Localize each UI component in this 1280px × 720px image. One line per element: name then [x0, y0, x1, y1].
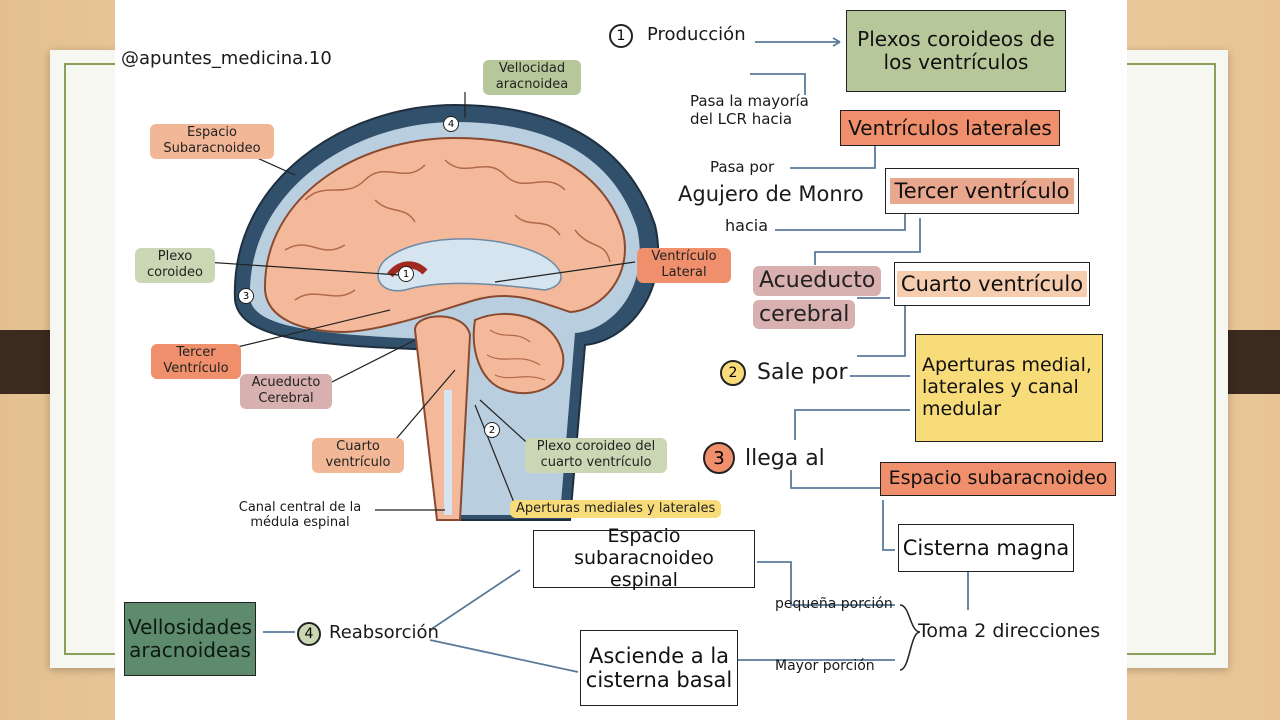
label-acueducto-cerebral: Acueducto Cerebral: [240, 374, 332, 409]
pasa-por-text: Pasa por: [710, 158, 775, 176]
brain-illustration: [204, 37, 969, 673]
cisterna-basal-box: Asciende a la cisterna basal: [580, 630, 738, 706]
flow-connectors: [263, 37, 969, 673]
lateral-ventricle-shape: [377, 238, 562, 292]
vellosidades-box: Vellosidades aracnoideas: [124, 602, 256, 676]
pasa-mayoria-text: Pasa la mayoría del LCR hacia: [690, 92, 809, 128]
label-plexo-coroideo-cuarto: Plexo coroideo del cuarto ventrículo: [525, 438, 667, 473]
label-vellocidad-aracnoidea: Vellocidad aracnoidea: [483, 60, 581, 95]
aperturas-box: Aperturas medial, laterales y canal medu…: [915, 334, 1103, 442]
step2-label: Sale por: [757, 360, 848, 385]
acueducto-line1: Acueducto: [753, 266, 882, 296]
marker-1: 1: [398, 266, 414, 282]
step2-number: 2: [720, 360, 746, 386]
cisterna-magna-box: Cisterna magna: [898, 524, 1074, 572]
watermark: @apuntes_medicina.10: [121, 48, 332, 69]
label-canal-central: Canal central de la médula espinal: [238, 500, 362, 530]
diagram-sheet: @apuntes_medicina.10 Vellocidad aracnoid…: [115, 0, 1127, 720]
marker-3: 3: [238, 288, 254, 304]
plexos-box: Plexos coroideos de los ventrículos: [846, 10, 1066, 92]
step1-label: Producción: [647, 24, 746, 45]
cuarto-ventriculo-text: Cuarto ventrículo: [896, 270, 1088, 298]
label-plexo-coroideo: Plexo coroideo: [135, 248, 215, 283]
label-aperturas-mediales: Aperturas mediales y laterales: [510, 500, 722, 519]
label-espacio-subaracnoideo: Espacio Subaracnoideo: [150, 124, 274, 159]
step4-label: Reabsorción: [329, 622, 439, 643]
mayor-porcion-text: Mayor porción: [775, 658, 875, 674]
step3-label: llega al: [745, 446, 825, 471]
tercer-ventriculo-text: Tercer ventrículo: [890, 177, 1074, 205]
espinal-box: Espacio subaracnoideo espinal: [533, 525, 755, 591]
acueducto-group: Acueducto cerebral: [753, 266, 882, 329]
ventriculos-laterales-box: Ventrículos laterales: [840, 110, 1060, 146]
choroid-plexus-shape: [387, 261, 428, 278]
espacio-subaracnoideo-box: Espacio subaracnoideo: [880, 462, 1116, 496]
acueducto-line2: cerebral: [753, 299, 856, 329]
label-ventriculo-lateral: Ventrículo Lateral: [637, 248, 731, 283]
tercer-ventriculo-box: Tercer ventrículo: [885, 168, 1079, 214]
brainstem-shape: [413, 315, 472, 521]
cuarto-ventriculo-box: Cuarto ventrículo: [894, 262, 1090, 306]
agujero-monro-text: Agujero de Monro: [678, 182, 864, 206]
leader-lines: [204, 92, 636, 511]
marker-4: 4: [443, 116, 459, 132]
hacia-text: hacia: [725, 216, 768, 235]
label-tercer-ventriculo: Tercer Ventrículo: [151, 344, 241, 379]
marker-2: 2: [484, 422, 500, 438]
step1-number: 1: [609, 24, 633, 48]
gyri-lines: [284, 159, 611, 301]
bracket: [899, 604, 921, 671]
label-cuarto-ventriculo: Cuarto ventrículo: [312, 438, 404, 473]
step4-number: 4: [297, 622, 321, 646]
central-canal-shape: [444, 390, 452, 515]
toma-direcciones-text: Toma 2 direcciones: [918, 620, 1101, 642]
step3-number: 3: [703, 442, 735, 474]
pequena-porcion-text: pequeña porción: [775, 596, 893, 612]
